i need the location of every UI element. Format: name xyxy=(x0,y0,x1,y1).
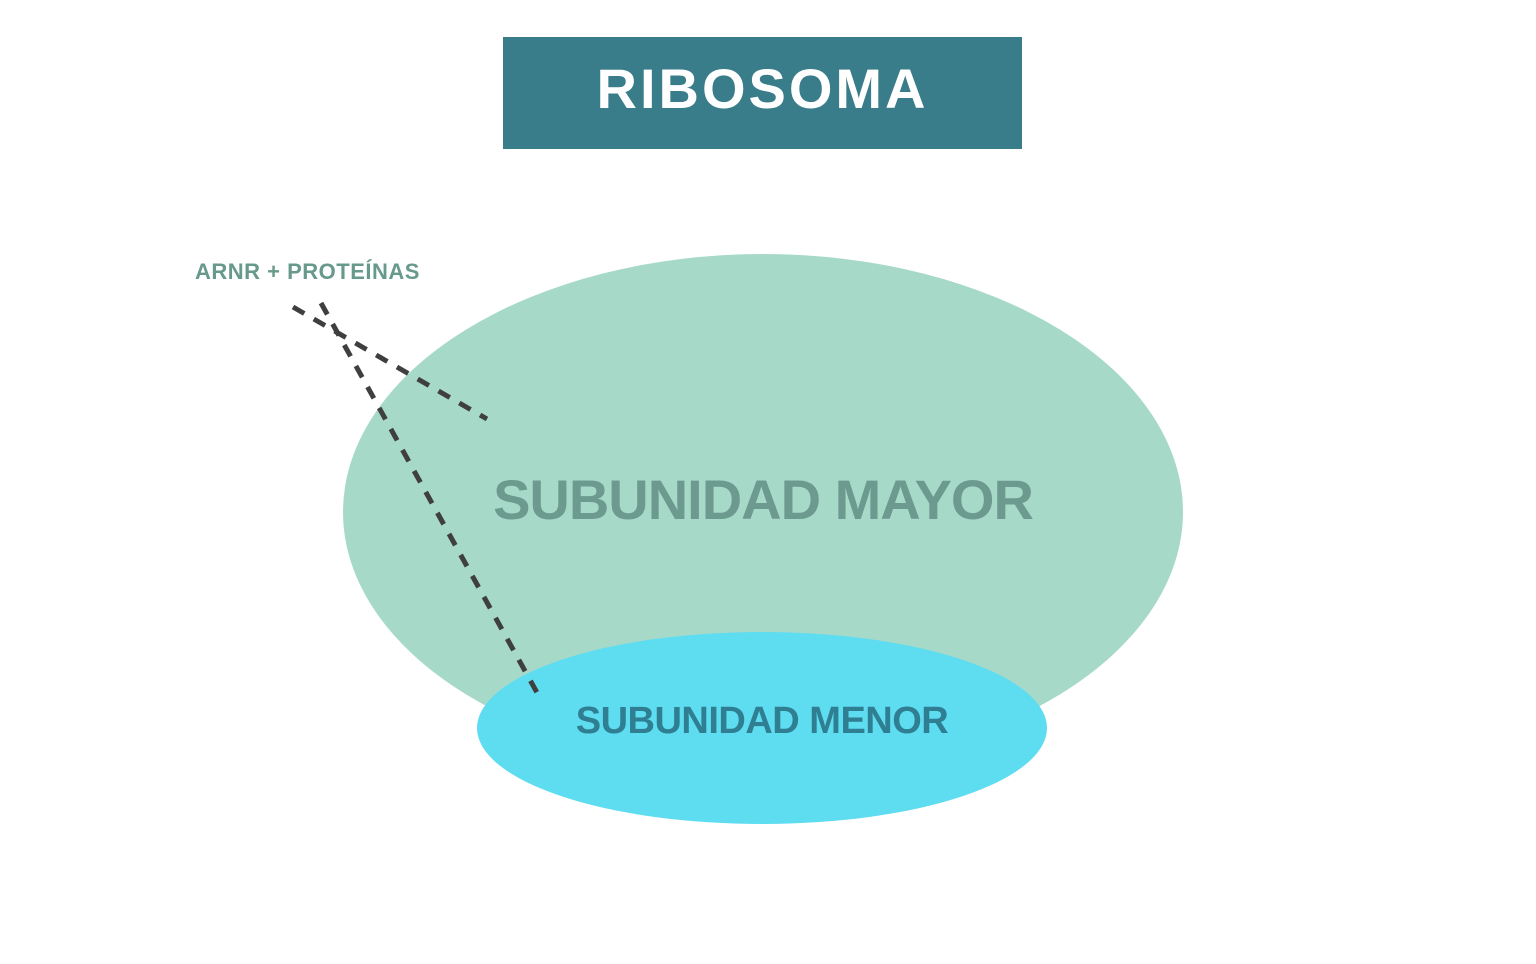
page-title: RIBOSOMA xyxy=(596,56,929,120)
arnr-proteins-annotation: ARNR + PROTEÍNAS xyxy=(195,259,420,284)
minor-subunit-shape xyxy=(477,632,1047,824)
title-banner: RIBOSOMA xyxy=(503,37,1022,149)
minor-subunit-label: SUBUNIDAD MENOR xyxy=(575,700,949,742)
major-subunit-label: SUBUNIDAD MAYOR xyxy=(493,468,1034,531)
